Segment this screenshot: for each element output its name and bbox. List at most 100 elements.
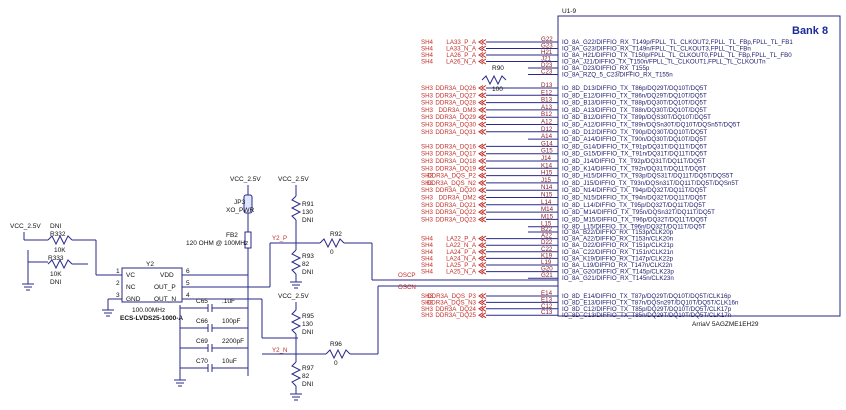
net-label[interactable]: LA33_N_A bbox=[446, 46, 477, 53]
net-label[interactable]: LA22_N_A bbox=[446, 242, 477, 249]
pin-number: M14 bbox=[541, 206, 554, 213]
net-label[interactable]: DDR3A_DQS_P3 bbox=[427, 293, 476, 300]
net-label[interactable]: DDR3A_DQ21 bbox=[435, 202, 476, 209]
sheet-ref: SH4 bbox=[421, 46, 434, 53]
net-label[interactable]: LA33_P_A bbox=[446, 39, 476, 46]
pin-number: G15 bbox=[541, 148, 553, 155]
net-label[interactable]: DDR3A_DQ18 bbox=[435, 158, 476, 165]
u1-9-ref: U1-9 bbox=[562, 8, 576, 15]
capacitor-value: .1uF bbox=[222, 298, 235, 305]
net-label[interactable]: DDR3A_DQS_N2 bbox=[427, 180, 477, 187]
net-label[interactable]: DDR3A_DQ25 bbox=[435, 312, 476, 319]
r332-dni: DNI bbox=[50, 223, 61, 230]
net-label[interactable]: LA25_P_A bbox=[446, 262, 476, 269]
r90-resistor[interactable]: R90 100 bbox=[481, 65, 507, 93]
net-label[interactable]: DDR3A_DQS_N3 bbox=[427, 299, 477, 306]
sheet-ref: SH4 bbox=[421, 52, 434, 59]
net-label[interactable]: DDR3A_DQ20 bbox=[435, 187, 476, 194]
u1-9-symbol[interactable]: U1-9 Bank 8 ArriaV 5AGZME1EH29 bbox=[557, 8, 841, 328]
net-label[interactable]: DDR3A_DQ27 bbox=[435, 92, 476, 99]
r95-resistor[interactable] bbox=[290, 309, 302, 335]
pin-signal: IO_8D_E12/DIFFIO_TX_T86n/DQ29T/DQ10T/DQ5… bbox=[562, 92, 707, 99]
pin-number: L14 bbox=[541, 199, 552, 206]
pin-number: E13 bbox=[541, 296, 553, 303]
r97-ref: R97 bbox=[302, 365, 314, 372]
vcc-rail-r91: VCC_2.5V bbox=[278, 176, 309, 183]
net-label[interactable]: DDR3A_DQ23 bbox=[435, 216, 476, 223]
net-label[interactable]: DDR3A_DQ22 bbox=[435, 209, 476, 216]
termination-y2n: VCC_2.5V R95 130 DNI Y2_N R96 0 R97 82 D… bbox=[262, 284, 558, 401]
bank-title: Bank 8 bbox=[792, 25, 828, 37]
r97-resistor[interactable] bbox=[290, 361, 302, 387]
pin-signal: IO_8D_D13/DIFFIO_TX_T86p/DQ29T/DQ10T/DQ5… bbox=[562, 85, 707, 92]
r96-resistor[interactable] bbox=[325, 348, 351, 360]
pin-number: A22 bbox=[541, 233, 553, 240]
sheet-ref: SH3 bbox=[421, 129, 434, 136]
r91-dni: DNI bbox=[302, 217, 313, 224]
y2-pin4: 4 bbox=[186, 292, 190, 299]
net-label[interactable]: DDR3A_DQ31 bbox=[435, 129, 476, 136]
oscillator-y2[interactable]: Y2 VC NC GND VDD OUT_P OUT_N 1 2 3 6 5 4… bbox=[116, 261, 190, 322]
r92-resistor[interactable] bbox=[319, 237, 345, 249]
sheet-ref: SH3 bbox=[421, 216, 434, 223]
pin-number: D22 bbox=[541, 239, 553, 246]
r91-ref: R91 bbox=[302, 201, 314, 208]
sheet-ref: SH3 bbox=[421, 151, 434, 158]
net-label[interactable]: LA24_N_A bbox=[446, 255, 477, 262]
r332-resistor[interactable] bbox=[47, 234, 73, 246]
capacitor[interactable]: C65.1uF bbox=[180, 298, 248, 312]
pin-number: G22 bbox=[541, 36, 553, 43]
pin-signal: IO_8A_D22/DIFFIO_RX_T151p/CLK21p bbox=[562, 242, 674, 249]
sheet-ref: SH3 bbox=[421, 114, 434, 121]
r93-resistor[interactable] bbox=[290, 249, 302, 275]
sheet-ref: SH3 bbox=[421, 195, 434, 202]
pin-signal: IO_8D_C13/DIFFIO_TX_T85n/DQ29T/DQ10T/DQ5… bbox=[562, 312, 732, 319]
net-label[interactable]: DDR3A_DQ19 bbox=[435, 165, 476, 172]
net-label[interactable]: DDR3A_DQ16 bbox=[435, 143, 476, 150]
y2-pin1: 1 bbox=[116, 268, 120, 275]
pin-signal: IO_8A_L19/DIFFIO_RX_T147n/CLK22n bbox=[562, 262, 673, 269]
sheet-ref: SH4 bbox=[421, 39, 434, 46]
pin-signal: IO_8D_B12/DIFFIO_TX_T89p/DQS30T/DQ10T/DQ… bbox=[562, 114, 711, 121]
net-label[interactable]: LA24_P_A bbox=[446, 249, 476, 256]
pin-signal: IO_8D_A12/DIFFIO_TX_T89n/DQSn30T/DQ10T/D… bbox=[562, 122, 740, 129]
sheet-ref: SH3 bbox=[421, 209, 434, 216]
y2-nc: NC bbox=[126, 284, 136, 291]
net-label[interactable]: LA26_N_A bbox=[446, 59, 477, 66]
pin-signal: IO_8D_N14/DIFFIO_TX_T94p/DQ32T/DQ11T/DQ5… bbox=[562, 187, 707, 194]
r96-value: 0 bbox=[334, 360, 338, 367]
pin-signal: IO_8A_RZQ_5_C23/DIFFIO_RX_T155n bbox=[562, 72, 673, 79]
sheet-ref: SH3 bbox=[421, 122, 434, 129]
r333-resistor[interactable] bbox=[47, 258, 73, 270]
net-label[interactable]: DDR3A_DQ17 bbox=[435, 151, 476, 158]
net-label[interactable]: DDR3A_DQS_P2 bbox=[427, 173, 476, 180]
pin-signal: IO_8D_E13/DIFFIO_TX_T87n/DQSn29T/DQ10T/D… bbox=[562, 299, 739, 306]
sheet-ref: SH4 bbox=[421, 236, 434, 243]
net-y2n: Y2_N bbox=[272, 347, 287, 354]
net-label[interactable]: DDR3A_DQ28 bbox=[435, 100, 476, 107]
pin-number: C12 bbox=[541, 303, 553, 310]
net-label[interactable]: DDR3A_DQ24 bbox=[435, 306, 476, 313]
vcc-rail-r95: VCC_2.5V bbox=[278, 293, 309, 300]
net-label[interactable]: DDR3A_DM3 bbox=[439, 107, 477, 114]
net-label[interactable]: LA26_P_A bbox=[446, 52, 476, 59]
pin-signal: IO_8D_H15/DIFFIO_TX_T93p/DQS31T/DQ11T/DQ… bbox=[562, 173, 733, 180]
r91-resistor[interactable] bbox=[290, 195, 302, 221]
pin-number: G20 bbox=[541, 266, 553, 273]
net-label[interactable]: LA22_P_A bbox=[446, 236, 476, 243]
r93-value: 82 bbox=[302, 261, 310, 268]
net-label[interactable]: DDR3A_DQ26 bbox=[435, 85, 476, 92]
net-label[interactable]: DDR3A_DQ30 bbox=[435, 122, 476, 129]
net-label[interactable]: DDR3A_DQ29 bbox=[435, 114, 476, 121]
net-label[interactable]: LA25_N_A bbox=[446, 269, 477, 276]
net-label[interactable]: DDR3A_DM2 bbox=[439, 195, 477, 202]
pin-number: B22 bbox=[541, 226, 553, 233]
